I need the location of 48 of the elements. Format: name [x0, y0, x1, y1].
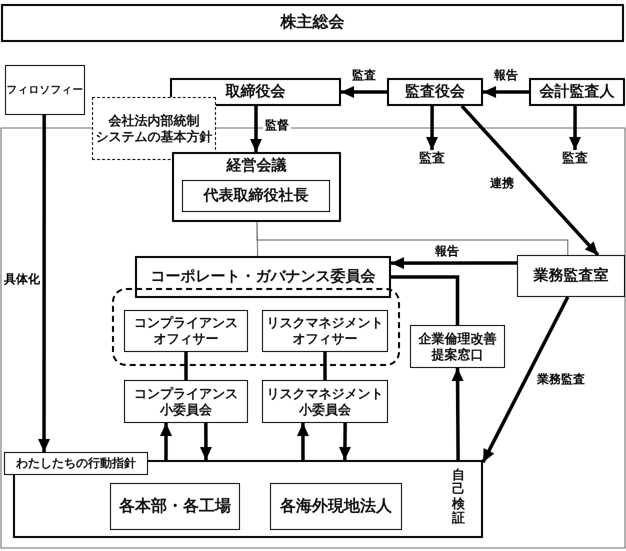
connector-line	[184, 352, 188, 380]
arrow	[250, 106, 262, 152]
audit-office-box: 業務監査室	[517, 255, 625, 297]
officer-box: リスクマネジメントオフィサー	[262, 310, 388, 352]
connector-line	[323, 352, 327, 380]
arrow	[341, 86, 387, 98]
edge-label: 具体化	[2, 272, 42, 286]
title-box: 株主総会	[1, 4, 624, 42]
edge-label: 報告	[492, 68, 520, 82]
audit-label: 監査	[416, 150, 448, 166]
edge-label: 監査	[350, 68, 378, 82]
arrow	[38, 115, 50, 452]
guideline-box: わたしたちの行動指針	[4, 452, 148, 475]
meeting-box	[172, 152, 341, 222]
arrow	[426, 106, 438, 150]
vertical-label: 自己検証	[452, 468, 465, 526]
philosophy-box: フィロソフィー	[5, 65, 85, 115]
arrow	[483, 86, 529, 98]
connector-line	[256, 222, 258, 256]
committee-box: コーポレート・ガバナンス委員会	[135, 256, 391, 298]
president-box: 代表取締役社長	[182, 180, 330, 212]
arrow	[338, 422, 351, 460]
subsidiary-box: 各海外現地法人	[270, 483, 402, 530]
board-box: 取締役会	[170, 78, 341, 106]
box-heading: 経営会議	[225, 157, 288, 175]
hotline-box: 企業倫理改善提案窓口	[410, 325, 505, 368]
arrow	[391, 257, 517, 270]
dashed-group-outline	[112, 288, 400, 366]
audit-board-box: 監査役会	[387, 78, 483, 106]
division-box: 各本部・各工場	[110, 483, 240, 530]
officer-box: コンプライアンスオフィサー	[124, 310, 248, 352]
policy-box: 会社法内部統制システムの基本方針	[92, 97, 216, 160]
audit-label: 監査	[559, 150, 591, 166]
edge-label: 報告	[433, 244, 461, 258]
arrow	[569, 106, 582, 150]
edge-label: 連携	[488, 176, 516, 190]
auditor-box: 会計監査人	[529, 78, 625, 106]
edge-label: 監督	[263, 118, 291, 132]
arrow	[460, 104, 600, 256]
arrow	[481, 296, 570, 464]
arrow	[160, 423, 172, 460]
arrow	[452, 368, 464, 460]
edge-label: 業務監査	[535, 372, 587, 386]
arrow	[296, 423, 309, 460]
arrow	[200, 423, 212, 460]
connector-line	[391, 275, 460, 325]
subcommittee-box: リスクマネジメント小委員会	[262, 380, 388, 423]
subcommittee-box: コンプライアンス小委員会	[124, 380, 248, 423]
